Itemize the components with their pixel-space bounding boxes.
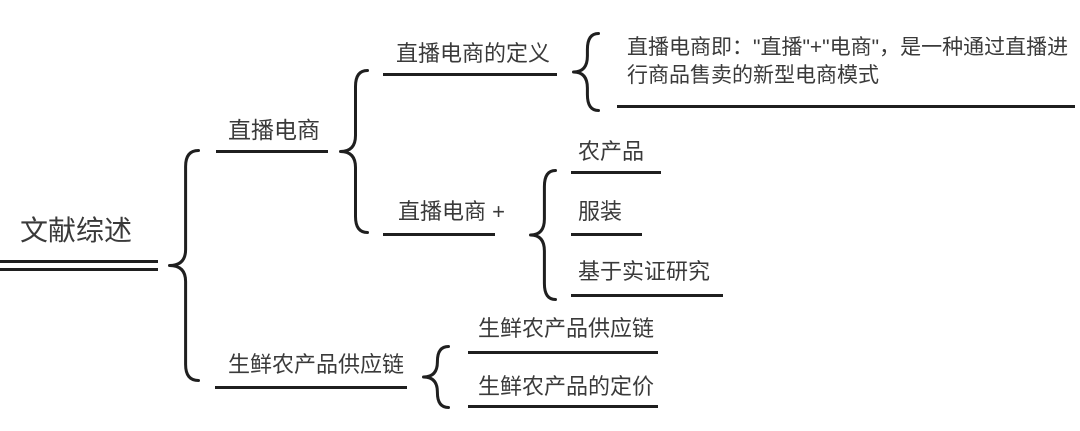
topic-empirical-research[interactable]: 基于实证研究	[578, 259, 711, 284]
live-ecommerce-brace	[339, 69, 369, 234]
underline-fresh-supply-chain-sub	[468, 351, 658, 354]
underline-live-ecommerce-plus	[383, 233, 495, 236]
root-brace	[168, 149, 200, 382]
underline-live-ecommerce	[216, 150, 328, 153]
underline-clothing	[571, 233, 642, 236]
topic-definition-detail[interactable]: 直播电商即："直播"+"电商"，是一种通过直播进 行商品售卖的新型电商模式	[627, 36, 1069, 87]
root-double-underline	[0, 260, 158, 271]
underline-fresh-supply-chain	[215, 386, 407, 389]
topic-live-ecommerce-definition[interactable]: 直播电商的定义	[396, 41, 551, 66]
topic-fresh-pricing[interactable]: 生鲜农产品的定价	[478, 374, 655, 399]
fresh-supply-chain-brace	[422, 345, 450, 409]
topic-live-ecommerce-plus[interactable]: 直播电商 +	[398, 199, 505, 224]
underline-definition-detail	[617, 105, 1075, 108]
topic-live-ecommerce[interactable]: 直播电商	[228, 117, 320, 143]
underline-agricultural-products	[571, 171, 661, 174]
topic-agricultural-products[interactable]: 农产品	[578, 139, 645, 164]
topic-root[interactable]: 文献综述	[20, 215, 133, 246]
topic-fresh-supply-chain-sub[interactable]: 生鲜农产品供应链	[478, 316, 655, 341]
topic-fresh-supply-chain[interactable]: 生鲜农产品供应链	[228, 352, 405, 377]
underline-fresh-pricing	[468, 405, 658, 408]
definition-brace	[572, 32, 600, 112]
underline-empirical-research	[571, 294, 723, 297]
live-ecommerce-plus-brace	[529, 169, 557, 301]
topic-clothing[interactable]: 服装	[578, 199, 623, 224]
underline-definition	[383, 73, 557, 76]
